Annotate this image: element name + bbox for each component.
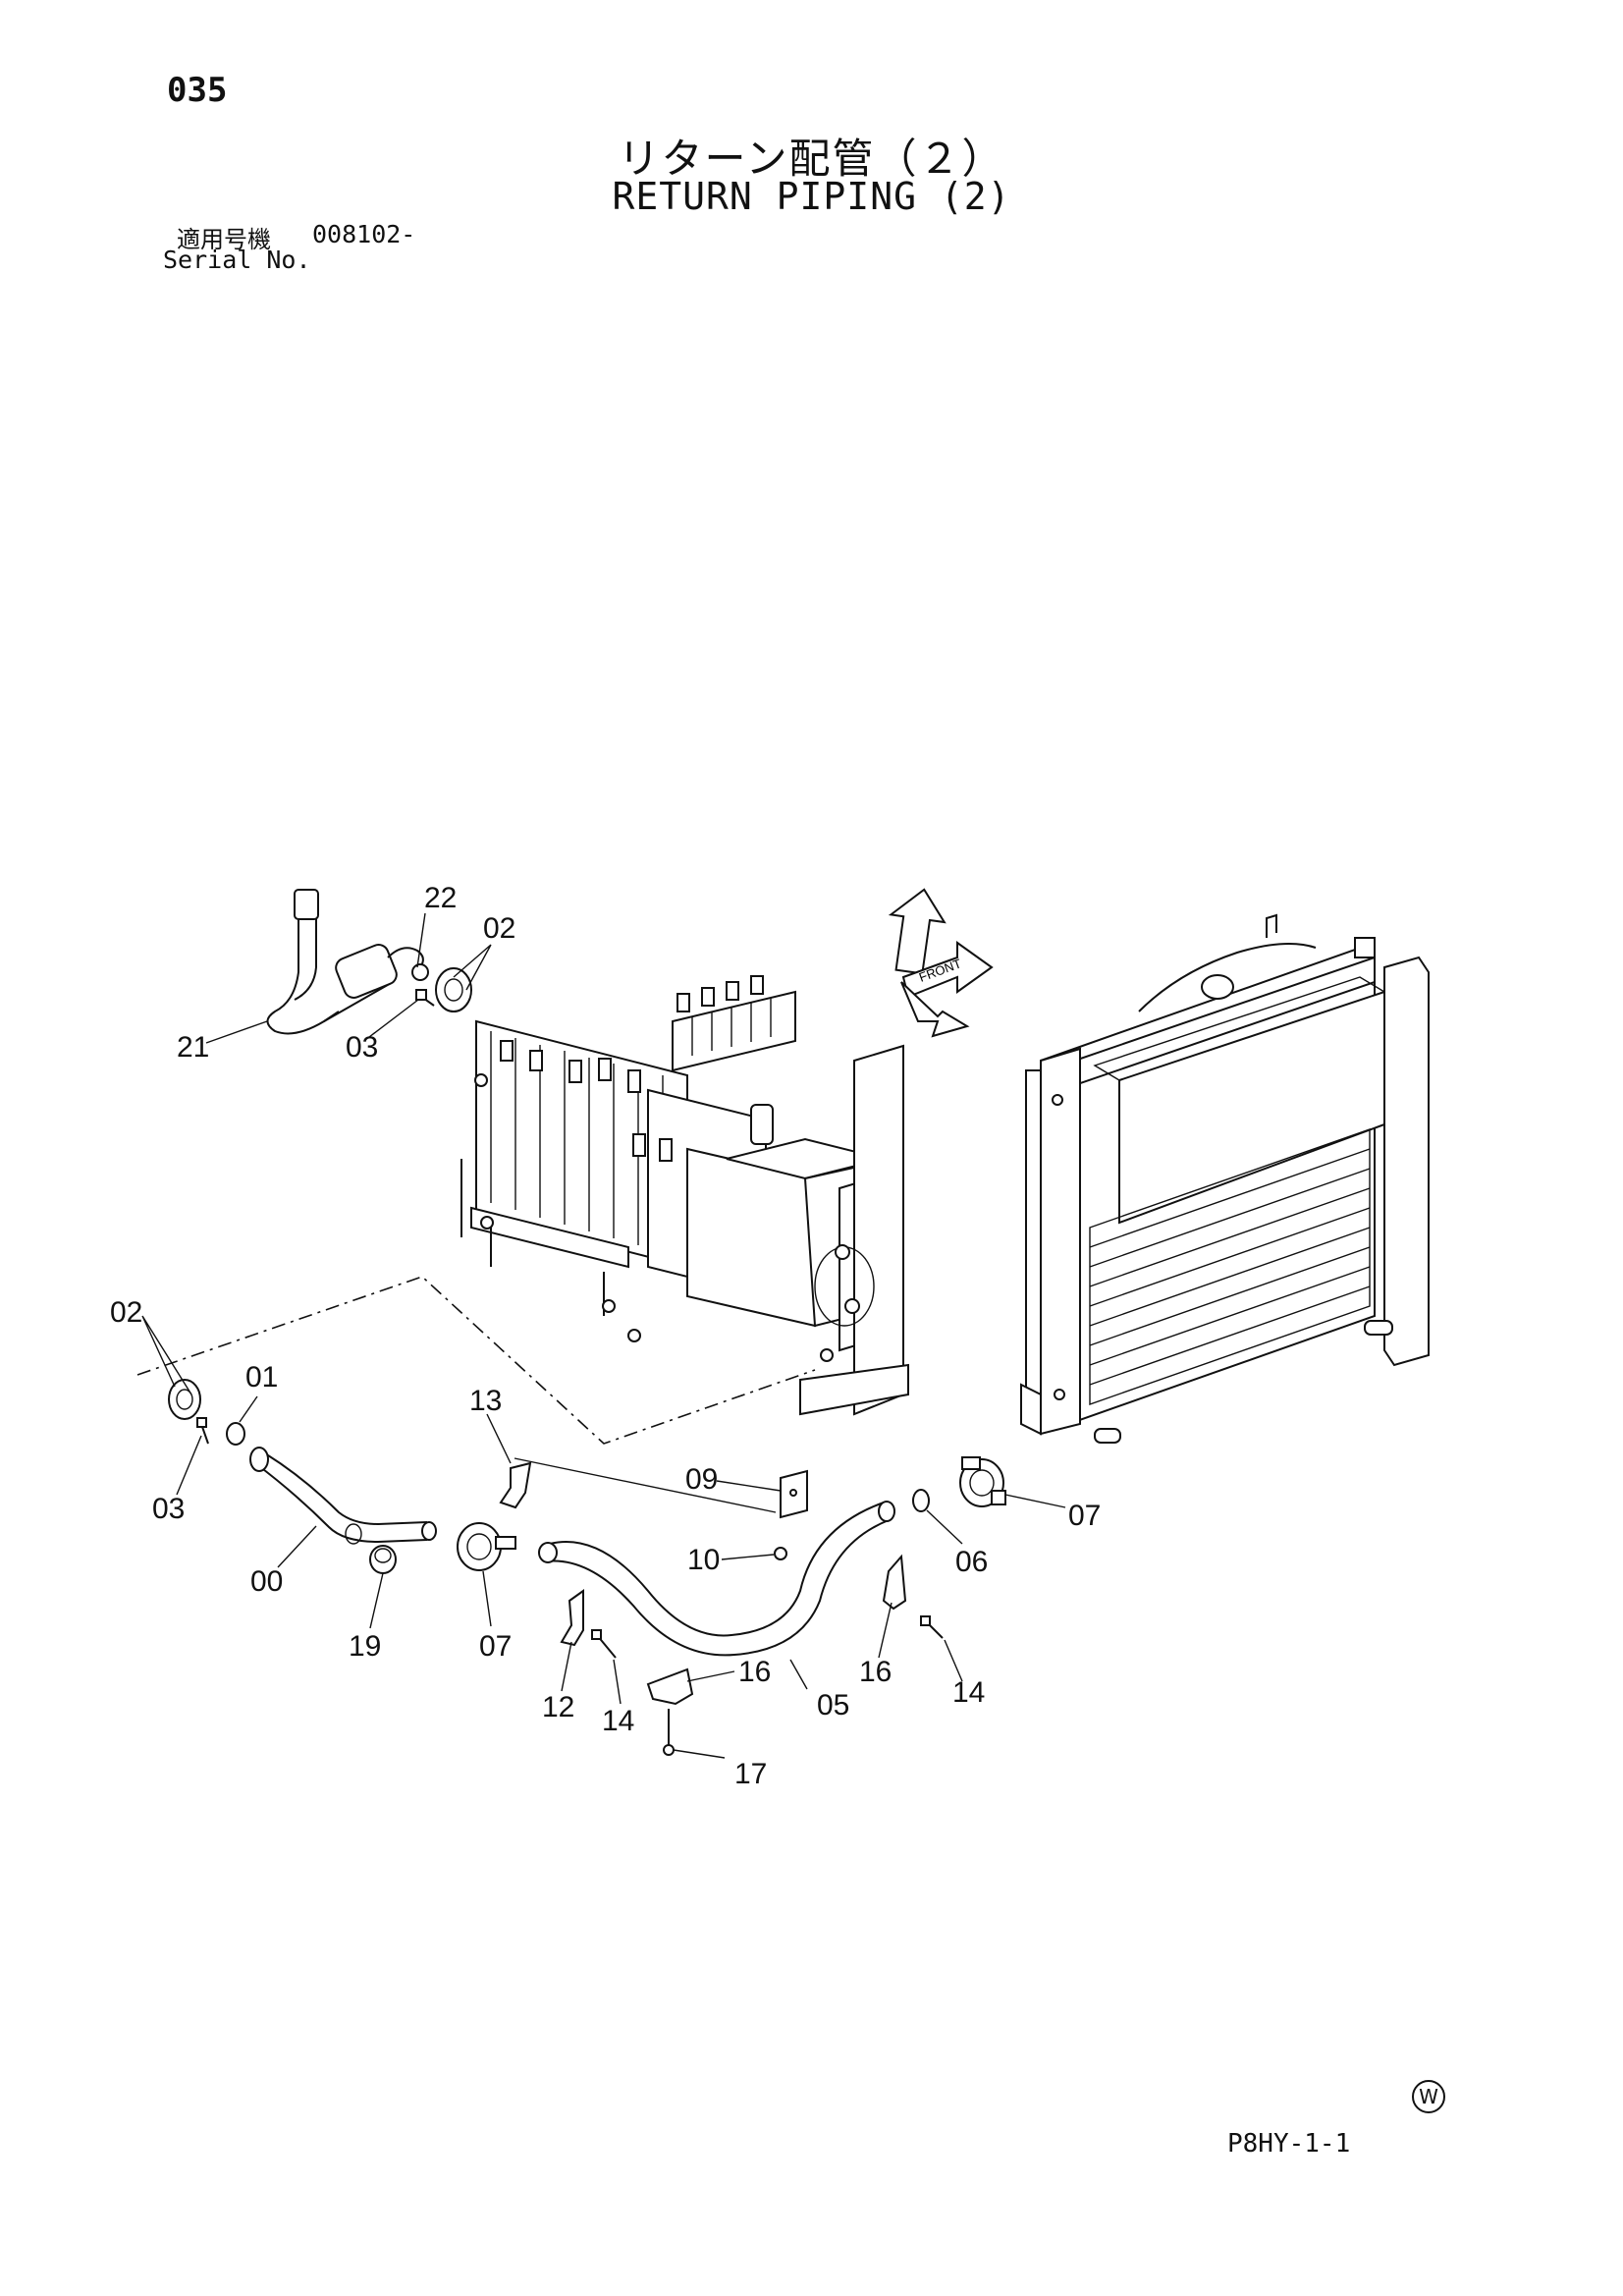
- bolt-10: [774, 1547, 787, 1560]
- serial-label-japanese: 適用号機: [177, 226, 271, 253]
- bolt-14a: [591, 1629, 617, 1659]
- title-japanese: リターン配管（２）: [618, 135, 1005, 183]
- callout-01: 01: [245, 1361, 278, 1394]
- serial-number-value: 008102-: [312, 220, 416, 248]
- hose-clamp-07b: [959, 1456, 1006, 1507]
- front-direction-arrow: FRONT: [888, 888, 994, 1038]
- callout-14: 14: [952, 1676, 985, 1709]
- o-ring-06: [912, 1489, 930, 1512]
- callout-10: 10: [687, 1544, 720, 1576]
- bolt-03b: [196, 1417, 209, 1445]
- o-ring-01: [226, 1422, 245, 1446]
- bracket-16a: [646, 1667, 694, 1706]
- bolt-14b: [920, 1615, 944, 1639]
- callout-13: 13: [469, 1385, 502, 1417]
- callout-03: 03: [346, 1031, 378, 1064]
- callout-00: 00: [250, 1565, 283, 1598]
- callout-07: 07: [1068, 1500, 1101, 1532]
- callout-06: 06: [955, 1546, 988, 1578]
- page-number: 035: [167, 71, 228, 110]
- callout-07: 07: [479, 1630, 512, 1663]
- callout-09: 09: [685, 1463, 718, 1496]
- callout-12: 12: [542, 1691, 574, 1723]
- reference-dashed-line: [136, 1276, 816, 1445]
- bracket-12: [560, 1589, 584, 1647]
- hose-05: [538, 1501, 895, 1657]
- callout-21: 21: [177, 1031, 209, 1064]
- bolt-17: [663, 1709, 675, 1756]
- hose-00: [249, 1447, 437, 1545]
- title-english: RETURN PIPING (2): [612, 175, 1011, 218]
- upper-flange-02a: [435, 967, 472, 1012]
- bracket-13: [499, 1461, 532, 1509]
- leader-lines: [141, 912, 1066, 1759]
- radiator-oil-cooler-assembly: [1020, 913, 1430, 1444]
- drawing-code: P8HY-1-1: [1227, 2129, 1351, 2159]
- cap-19: [369, 1545, 397, 1574]
- bracket-16b: [882, 1554, 907, 1611]
- bracket-09: [780, 1469, 808, 1519]
- callout-22: 22: [424, 882, 457, 914]
- hose-clamp-07a: [457, 1522, 516, 1571]
- callout-14: 14: [602, 1705, 634, 1737]
- callout-03: 03: [152, 1493, 185, 1525]
- upper-bolt-03a: [415, 989, 435, 1007]
- callout-17: 17: [734, 1758, 767, 1790]
- serial-label-english: Serial No.: [163, 246, 311, 274]
- company-logo-mark: W: [1412, 2080, 1445, 2113]
- callout-05: 05: [817, 1689, 849, 1722]
- callout-16: 16: [859, 1656, 892, 1688]
- callout-16: 16: [738, 1656, 771, 1688]
- left-flange-02b: [168, 1379, 201, 1420]
- callout-19: 19: [349, 1630, 381, 1663]
- callout-02: 02: [110, 1296, 142, 1329]
- upper-hose-assembly-21: [266, 889, 429, 1035]
- callout-02: 02: [483, 912, 515, 945]
- control-valve-block: [460, 975, 909, 1416]
